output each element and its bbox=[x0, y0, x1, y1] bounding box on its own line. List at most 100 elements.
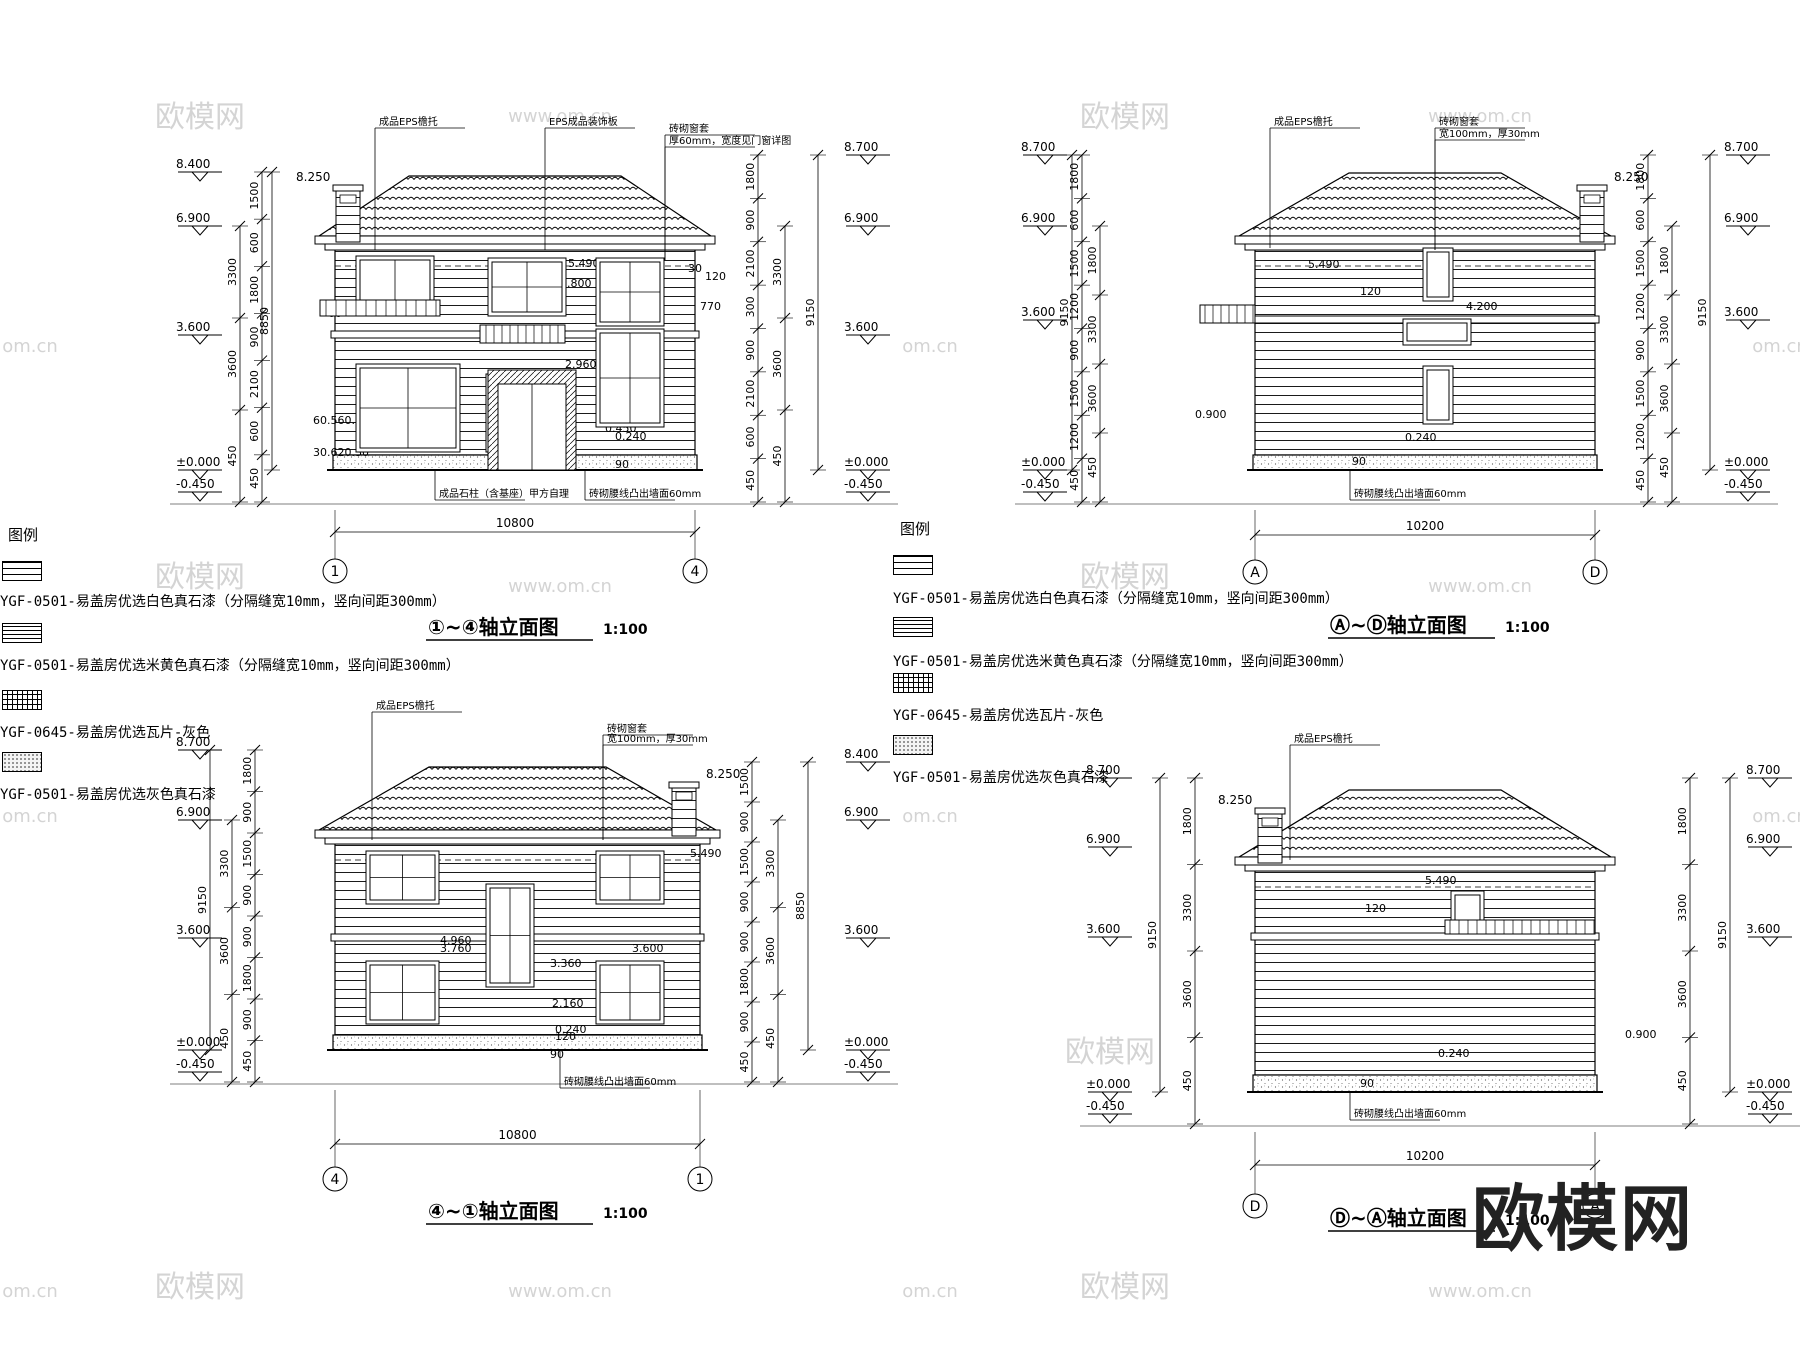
dim-text: 3300 bbox=[1181, 894, 1194, 922]
level-marker-right: ±0.000 bbox=[844, 1035, 890, 1060]
dim-text: 1800 bbox=[241, 964, 254, 992]
dim-text: 450 bbox=[1086, 457, 1099, 478]
level-label: 6.900 bbox=[1021, 211, 1055, 225]
dim-text: 3600 bbox=[226, 350, 239, 378]
level-label: 3.600 bbox=[844, 320, 878, 334]
roof-tiles bbox=[316, 766, 719, 831]
dim-tick bbox=[1249, 1159, 1261, 1171]
dim-text: 450 bbox=[771, 446, 784, 467]
axis-circle bbox=[1242, 559, 1268, 585]
level-triangle bbox=[1760, 936, 1780, 947]
level-marker-right: 8.700 bbox=[1724, 140, 1770, 165]
elevation-label: 4.960 bbox=[440, 934, 472, 947]
window-frame bbox=[1426, 369, 1450, 421]
chimney-level-label: 8.250 bbox=[296, 170, 330, 184]
elevation-title-text: ①~④轴立面图 bbox=[428, 615, 559, 639]
legend-label-yellow: YGF-0501-易盖房优选米黄色真石漆（分隔缝宽10mm，竖向间距300mm） bbox=[0, 658, 460, 674]
roof-tiles bbox=[317, 175, 713, 237]
dim-text: 3300 bbox=[226, 258, 239, 286]
elevation-label: 5.490 bbox=[690, 847, 722, 860]
level-triangle bbox=[190, 171, 210, 182]
legend-swatch-white bbox=[2, 561, 42, 581]
roof bbox=[314, 175, 716, 251]
axis-label: A bbox=[1250, 565, 1260, 581]
level-marker-left: 3.600 bbox=[1021, 305, 1067, 330]
elevation-label: 0.240 bbox=[1405, 431, 1437, 444]
level-label: 8.400 bbox=[844, 747, 878, 761]
dim-text: 1800 bbox=[1181, 807, 1194, 835]
window bbox=[595, 257, 665, 327]
dim-text: 9150 bbox=[1716, 921, 1729, 949]
level-marker-left: -0.450 bbox=[1021, 477, 1067, 502]
elevation-label: 90 bbox=[1352, 455, 1366, 468]
watermark-text: om.cn bbox=[1752, 806, 1800, 827]
watermark-text: 欧模网 bbox=[155, 1270, 245, 1305]
roof bbox=[314, 766, 721, 845]
level-label: 8.700 bbox=[844, 140, 878, 154]
elevation-label: 4.800 bbox=[560, 277, 592, 290]
callout-note: 厚60mm，宽度见门窗详图 bbox=[664, 134, 791, 260]
note-text: 宽100mm，厚30mm bbox=[607, 732, 708, 745]
dim-text: 1500 bbox=[1634, 249, 1647, 277]
dim-text: 600 bbox=[744, 426, 757, 447]
dim-text: 8850 bbox=[794, 892, 807, 920]
legend-swatch-tile-2 bbox=[893, 673, 933, 693]
left-dim-total: 8850 bbox=[258, 166, 280, 476]
note-text: 成品石柱（含基座）甲方自理 bbox=[439, 487, 569, 500]
dim-text: 450 bbox=[1676, 1070, 1689, 1091]
window bbox=[365, 850, 440, 905]
level-label: 3.600 bbox=[176, 923, 210, 937]
level-marker-right: 3.600 bbox=[1724, 305, 1770, 330]
dim-text: 3300 bbox=[218, 850, 231, 878]
window bbox=[1422, 247, 1454, 302]
dim-text: 1800 bbox=[241, 757, 254, 785]
legend-label-grey-2: YGF-0501-易盖房优选灰色真石漆 bbox=[893, 770, 1109, 786]
level-triangle bbox=[858, 1071, 878, 1082]
level-label: 8.700 bbox=[1746, 763, 1780, 777]
axis-bubble-right: A bbox=[1582, 1193, 1608, 1219]
dim-text: 2100 bbox=[248, 370, 261, 398]
roof bbox=[1234, 789, 1616, 872]
dim-text: 900 bbox=[241, 1009, 254, 1030]
axis-bubble-left: D bbox=[1242, 1193, 1268, 1219]
side-balcony-railing bbox=[1444, 919, 1596, 935]
axis-label: 1 bbox=[696, 1172, 705, 1188]
dim-text: 8850 bbox=[258, 307, 271, 335]
dim-text: 450 bbox=[1658, 457, 1671, 478]
eave-soffit bbox=[324, 837, 711, 845]
note-text: 成品EPS檐托 bbox=[376, 699, 435, 712]
axis-circle bbox=[322, 1166, 348, 1192]
level-marker-right: 3.600 bbox=[844, 320, 890, 345]
dim-text: 3600 bbox=[1181, 980, 1194, 1008]
watermark-text: 欧模网 bbox=[1080, 1270, 1170, 1305]
watermark-text: om.cn bbox=[2, 806, 58, 827]
level-marker-left: 3.600 bbox=[176, 320, 222, 345]
dim-text: 1800 bbox=[1068, 163, 1081, 191]
dim-text: 10800 bbox=[498, 1128, 536, 1142]
width-dimension: 10200 bbox=[1249, 1149, 1601, 1171]
axis-circle bbox=[682, 558, 708, 584]
dim-text: 1800 bbox=[1086, 247, 1099, 275]
dim-text: 3600 bbox=[771, 350, 784, 378]
dim-text: 1500 bbox=[248, 182, 261, 210]
level-label: -0.450 bbox=[1021, 477, 1060, 491]
dim-text: 3600 bbox=[764, 937, 777, 965]
dim-text: 10800 bbox=[496, 516, 534, 530]
dim-text: 3300 bbox=[1658, 316, 1671, 344]
axis-circle bbox=[1582, 559, 1608, 585]
level-marker-left: 6.900 bbox=[1086, 832, 1132, 857]
level-triangle bbox=[190, 819, 210, 830]
level-label: 3.600 bbox=[1086, 922, 1120, 936]
legend-title-2: 图例 bbox=[900, 520, 931, 538]
note-text: 宽100mm，厚30mm bbox=[1439, 127, 1540, 140]
balcony-railing bbox=[319, 299, 441, 317]
level-triangle bbox=[190, 225, 210, 236]
callout-note: 砖砌腰线凸出墙面60mm bbox=[584, 470, 701, 501]
level-triangle bbox=[1738, 491, 1758, 502]
level-triangle bbox=[1100, 936, 1120, 947]
dim-text: 450 bbox=[764, 1028, 777, 1049]
